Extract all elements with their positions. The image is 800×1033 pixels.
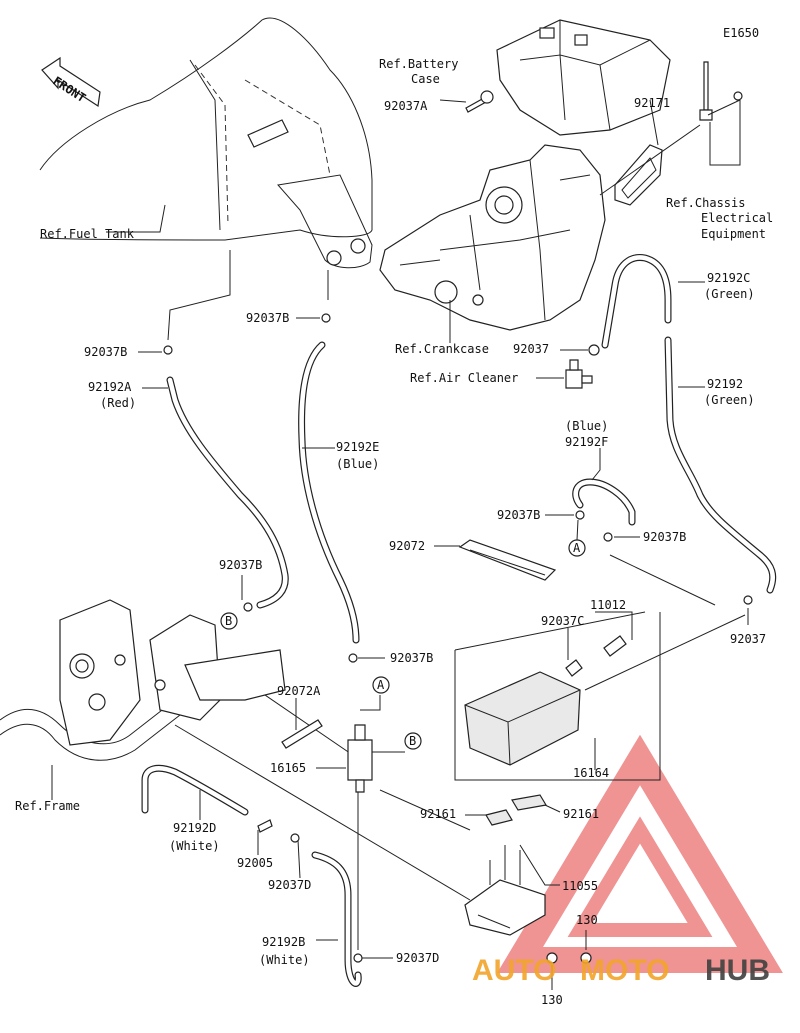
- svg-text:(White): (White): [259, 953, 310, 967]
- bracket-92171: [599, 124, 701, 206]
- marker-a-upper: A: [568, 519, 586, 557]
- svg-text:Electrical: Electrical: [701, 211, 773, 225]
- label-11012: 11012: [590, 598, 626, 612]
- fuel-filter-16165: [347, 724, 373, 793]
- svg-text:(Blue): (Blue): [336, 457, 379, 471]
- bolts-130: [546, 952, 592, 964]
- label-92037a: 92037A: [384, 99, 428, 113]
- label-130-bottom: 130: [541, 993, 563, 1007]
- label-92037d-low: 92037D: [396, 951, 439, 965]
- label-92037-air: 92037: [513, 342, 549, 356]
- marker-b-upper: B: [220, 612, 238, 630]
- connecting-lines: [169, 554, 746, 950]
- crankcase: [379, 144, 606, 331]
- label-ref-air-cleaner: Ref.Air Cleaner: [410, 371, 518, 385]
- label-11055: 11055: [562, 879, 598, 893]
- svg-text:MOTO: MOTO: [580, 954, 669, 987]
- battery-case: [496, 19, 671, 136]
- label-ref-fuel-tank: Ref.Fuel Tank: [40, 227, 135, 241]
- label-ref-chassis: Ref.Chassis: [666, 196, 745, 210]
- strap-92072: [458, 539, 557, 581]
- hose-92192d: [141, 764, 249, 816]
- label-92037b-b: 92037B: [219, 558, 262, 572]
- svg-text:Equipment: Equipment: [701, 227, 766, 241]
- label-92037-right: 92037: [730, 632, 766, 646]
- svg-text:(Green): (Green): [704, 393, 755, 407]
- label-92192e: 92192E: [336, 440, 379, 454]
- marker-b-lower: B: [404, 732, 422, 750]
- air-cleaner-fitting: [565, 344, 600, 389]
- svg-text:(Green): (Green): [704, 287, 755, 301]
- label-16164: 16164: [573, 766, 609, 780]
- pads-92161: [485, 794, 547, 826]
- part-labels: E1650 Ref.Battery Case 92037A 92171 Ref.…: [15, 26, 773, 1007]
- label-92192d: 92192D: [173, 821, 216, 835]
- label-ref-frame: Ref.Frame: [15, 799, 80, 813]
- label-ref-crankcase: Ref.Crankcase: [395, 342, 489, 356]
- label-130-top: 130: [576, 913, 598, 927]
- diagram-code: E1650: [723, 26, 759, 40]
- clamp-icons: [163, 313, 753, 963]
- automotohub-logo: [497, 734, 783, 973]
- label-92072a: 92072A: [277, 684, 321, 698]
- label-92161-left: 92161: [420, 807, 456, 821]
- marker-circles: A B A B: [220, 519, 586, 750]
- label-92171: 92171: [634, 96, 670, 110]
- label-92005: 92005: [237, 856, 273, 870]
- hose-92192e: [298, 341, 360, 644]
- hose-92192c: [601, 253, 672, 349]
- label-92192f: 92192F: [565, 435, 608, 449]
- label-92037c: 92037C: [541, 614, 584, 628]
- label-92192: 92192: [707, 377, 743, 391]
- chassis-connector: [699, 61, 743, 166]
- svg-text:(White): (White): [169, 839, 220, 853]
- svg-text:Case: Case: [411, 72, 440, 86]
- label-92192b: 92192B: [262, 935, 305, 949]
- label-92072: 92072: [389, 539, 425, 553]
- hose-92192b: [311, 851, 362, 987]
- hose-92192f: [572, 478, 636, 526]
- label-92161-right: 92161: [563, 807, 599, 821]
- canister-16164: [454, 612, 661, 781]
- cap-11012: [565, 635, 627, 677]
- label-ref-battery-case: Ref.Battery: [379, 57, 458, 71]
- pad-92072a: [281, 719, 323, 749]
- automotohub-watermark: AUTO MOTO HUB: [472, 954, 770, 987]
- svg-text:B: B: [225, 614, 232, 628]
- hose-92192a: [166, 376, 289, 609]
- leader-lines: [51, 99, 749, 990]
- fuel-tank-outline: [39, 17, 373, 269]
- frame: [0, 599, 286, 761]
- svg-text:(Red): (Red): [100, 396, 136, 410]
- label-92037b-left: 92037B: [84, 345, 127, 359]
- front-arrow-icon: FRONT: [41, 56, 101, 108]
- fitting-92005: [257, 819, 273, 833]
- label-92037d-mid: 92037D: [268, 878, 311, 892]
- label-16165: 16165: [270, 761, 306, 775]
- label-92192f-color: (Blue): [565, 419, 608, 433]
- label-92192a: 92192A: [88, 380, 132, 394]
- marker-a-lower: A: [372, 676, 390, 694]
- svg-text:HUB: HUB: [705, 954, 770, 987]
- label-92192c: 92192C: [707, 271, 750, 285]
- label-92037b-top: 92037B: [246, 311, 289, 325]
- svg-text:A: A: [377, 678, 385, 692]
- svg-text:AUTO: AUTO: [472, 954, 556, 987]
- svg-text:B: B: [409, 734, 416, 748]
- bolt-92037a: [465, 90, 494, 113]
- hose-92192: [664, 336, 777, 594]
- bracket-11055: [464, 845, 546, 936]
- label-92037b-mid2: 92037B: [643, 530, 686, 544]
- label-92037b-low: 92037B: [390, 651, 433, 665]
- label-92037b-mid: 92037B: [497, 508, 540, 522]
- svg-text:A: A: [573, 541, 581, 555]
